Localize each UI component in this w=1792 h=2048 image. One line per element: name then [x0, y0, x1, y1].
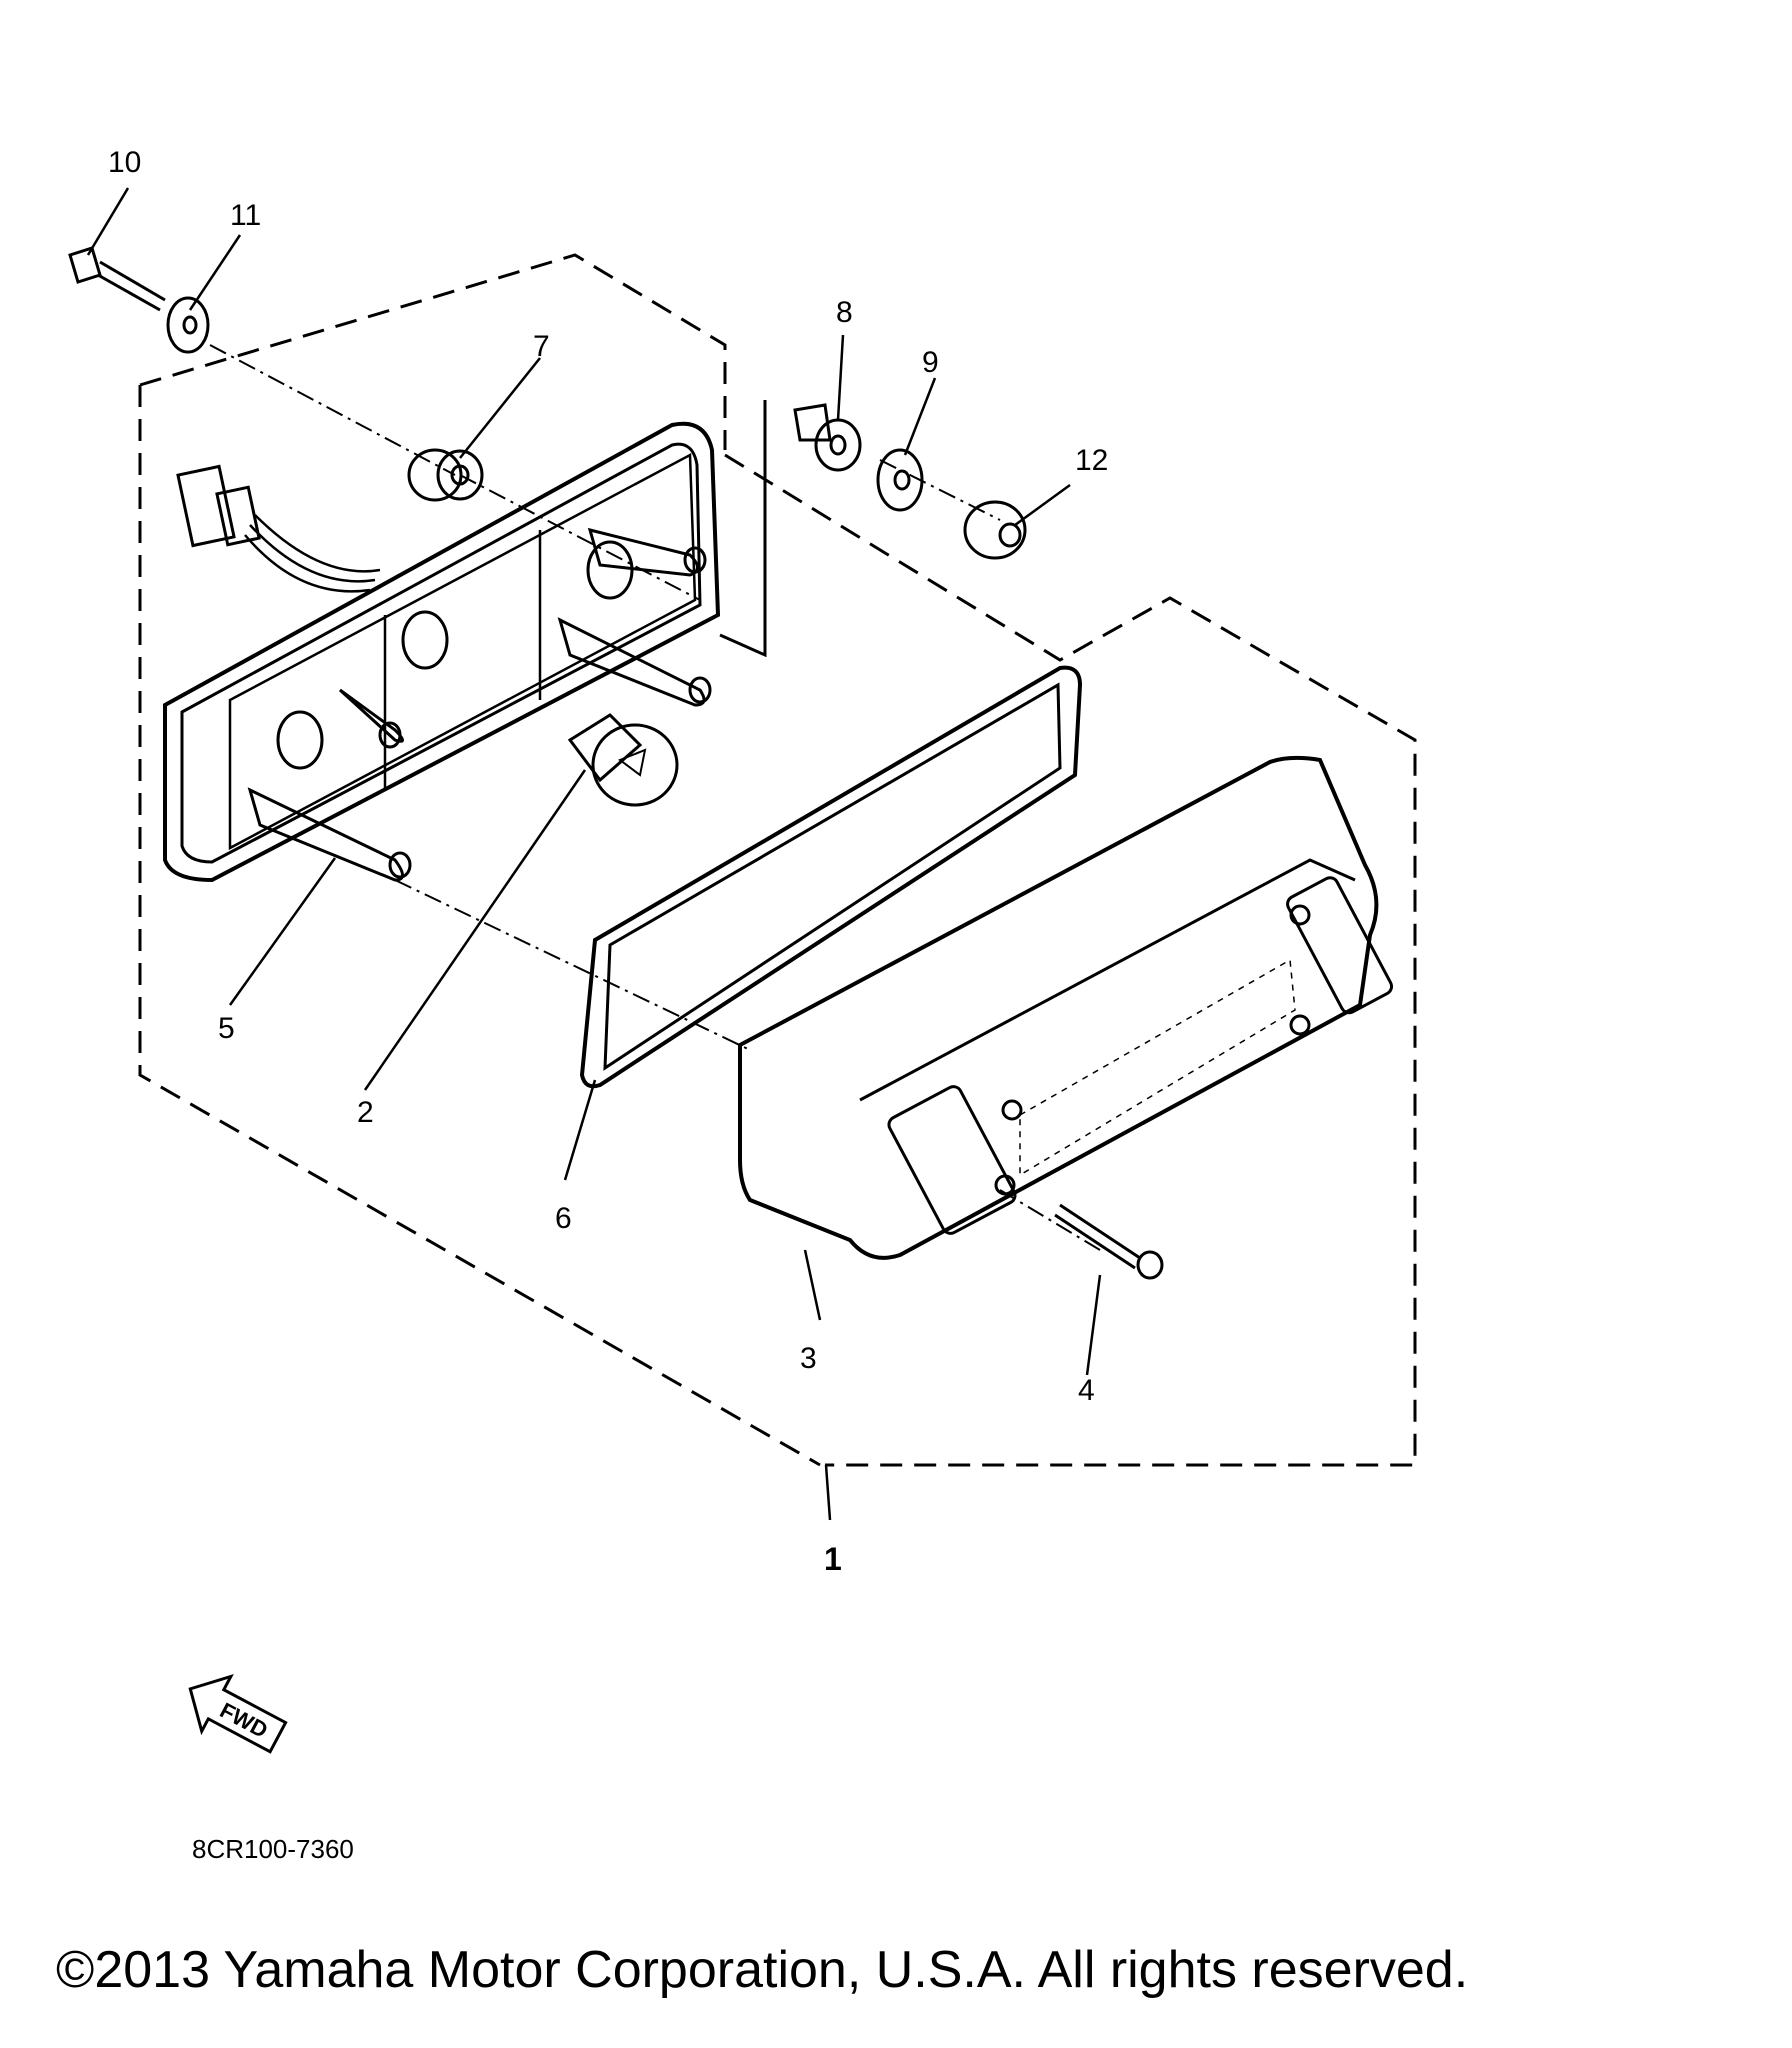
gasket-part-6: [579, 665, 1083, 1089]
callout-11: 11: [230, 199, 261, 232]
lens-part-3: [738, 755, 1394, 1260]
assembly-outline-right: [724, 453, 1417, 1467]
collar-part-8: [793, 403, 862, 472]
washer-part-11: [166, 296, 210, 354]
diagram-code: 8CR100-7360: [192, 1834, 354, 1864]
bracket-line: [719, 400, 767, 658]
fwd-arrow-icon: FWD: [188, 1673, 288, 1754]
washer-part-9: [876, 448, 924, 512]
leader-lines: [86, 187, 1102, 1521]
nut-part-12: [963, 500, 1027, 560]
copyright-notice: ©2013 Yamaha Motor Corporation, U.S.A. A…: [56, 1941, 1469, 1999]
callout-6: 6: [555, 1202, 572, 1235]
callout-8: 8: [836, 296, 853, 329]
callout-4: 4: [1078, 1374, 1095, 1407]
callout-7: 7: [533, 330, 550, 363]
tail-light-base: [163, 421, 721, 883]
callout-5: 5: [218, 1012, 235, 1045]
alignment-lines: [209, 344, 1101, 1251]
callout-2: 2: [357, 1096, 374, 1129]
assembly-outline-left: [138, 253, 821, 1467]
callout-1: 1: [824, 1541, 842, 1577]
callout-3: 3: [800, 1342, 817, 1375]
screw-part-4: [1054, 1203, 1164, 1280]
callout-9: 9: [922, 346, 939, 379]
callout-12: 12: [1075, 444, 1108, 477]
bulb-part-2: [567, 713, 679, 807]
callout-10: 10: [108, 146, 141, 179]
bolt-part-10: [68, 246, 166, 312]
